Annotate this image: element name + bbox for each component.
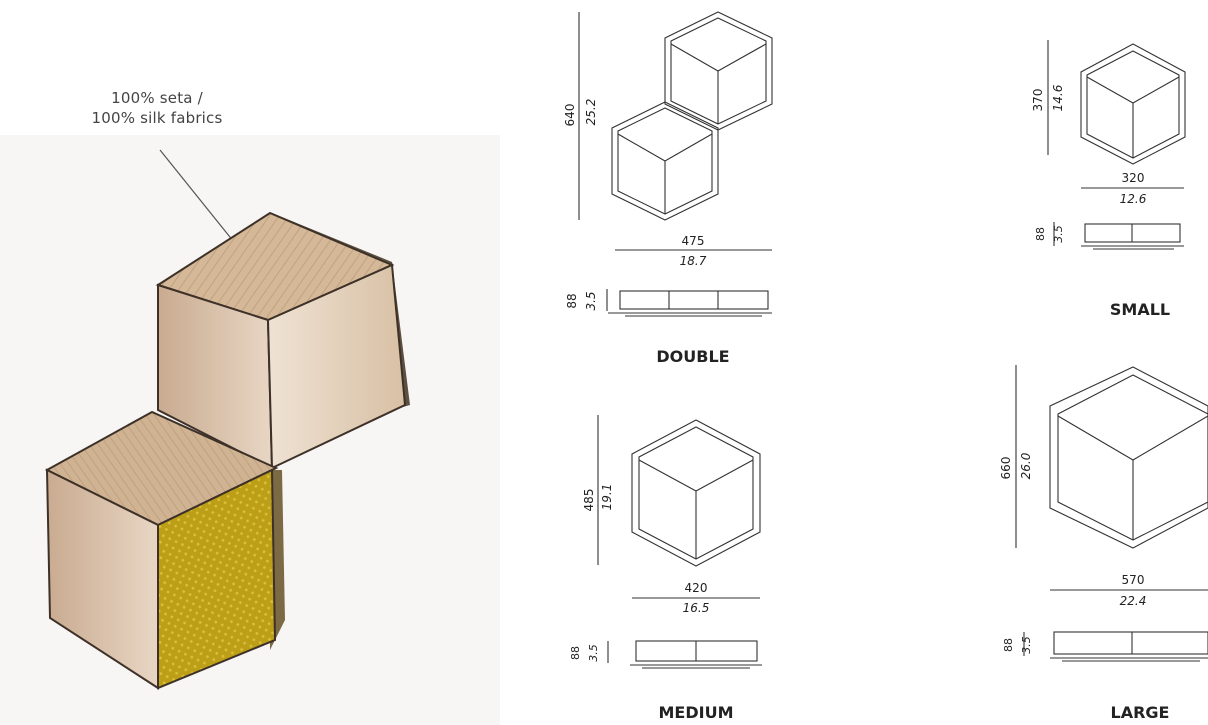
small-front-view bbox=[1080, 43, 1186, 165]
small-depth-mm: 88 bbox=[1034, 227, 1047, 241]
upper-cube-right bbox=[266, 263, 407, 470]
large-side-view bbox=[1023, 631, 1208, 662]
double-height-mm: 640 bbox=[563, 104, 577, 127]
fabric-callout: 100% seta / 100% silk fabrics bbox=[62, 88, 252, 128]
medium-depth-mm: 88 bbox=[569, 646, 582, 660]
large-width-in: 22.4 bbox=[1120, 594, 1147, 608]
lower-cube-right bbox=[157, 468, 277, 690]
small-height-in: 14.6 bbox=[1051, 84, 1065, 111]
double-width-mm: 475 bbox=[682, 234, 705, 248]
small-width-mm: 320 bbox=[1122, 171, 1145, 185]
small-side-view bbox=[1053, 222, 1184, 250]
small-label: SMALL bbox=[1110, 300, 1170, 319]
double-side-view bbox=[606, 289, 772, 317]
small-height-mm: 370 bbox=[1031, 89, 1045, 112]
large-label: LARGE bbox=[1111, 703, 1170, 722]
product-illustration bbox=[44, 149, 410, 690]
medium-width-in: 16.5 bbox=[683, 601, 710, 615]
medium-label: MEDIUM bbox=[659, 703, 734, 722]
large-height-in: 26.0 bbox=[1019, 452, 1033, 479]
large-depth-in: 3.5 bbox=[1020, 636, 1033, 654]
callout-line-2: 100% silk fabrics bbox=[91, 109, 223, 127]
double-depth-mm: 88 bbox=[565, 293, 579, 308]
medium-height-in: 19.1 bbox=[600, 484, 614, 511]
large-height-mm: 660 bbox=[999, 457, 1013, 480]
double-depth-in: 3.5 bbox=[584, 291, 598, 310]
small-depth-in: 3.5 bbox=[1052, 225, 1065, 243]
medium-height-mm: 485 bbox=[582, 489, 596, 512]
large-depth-mm: 88 bbox=[1002, 638, 1015, 652]
double-width-in: 18.7 bbox=[680, 254, 707, 268]
double-front-view bbox=[611, 11, 773, 221]
medium-depth-in: 3.5 bbox=[587, 644, 600, 662]
medium-front-view bbox=[631, 419, 761, 567]
large-width-mm: 570 bbox=[1122, 573, 1145, 587]
callout-line-1: 100% seta / bbox=[111, 89, 203, 107]
double-height-in: 25.2 bbox=[584, 99, 598, 126]
double-label: DOUBLE bbox=[656, 347, 729, 366]
large-front-view bbox=[1049, 366, 1208, 549]
medium-width-mm: 420 bbox=[685, 581, 708, 595]
technical-drawings: 640 25.2 475 18.7 88 3.5 DOUBLE 370 14.6… bbox=[563, 11, 1208, 722]
small-width-in: 12.6 bbox=[1120, 192, 1147, 206]
medium-side-view bbox=[607, 640, 762, 669]
